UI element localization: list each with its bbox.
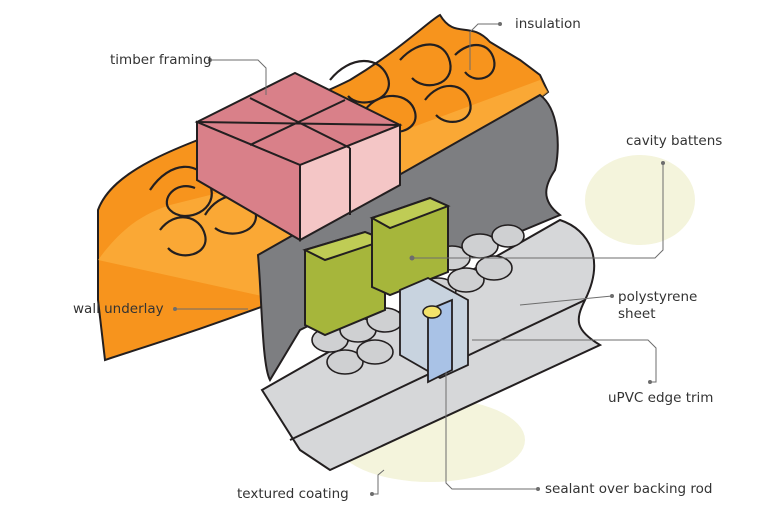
upvc-edge-trim [399,276,469,384]
polystyrene-beads [311,224,525,375]
sealant-bead [422,305,442,319]
cavity-battens [302,196,451,337]
label-sealant-over-backing-rod: sealant over backing rod [545,481,713,497]
leader-lines [173,22,665,496]
timber-framing [194,71,403,242]
label-upvc-edge-trim: uPVC edge trim [608,390,714,406]
label-polystyrene-sheet: polystyrene sheet [618,289,697,323]
label-polystyrene-line2: sheet [618,305,656,322]
label-cavity-battens: cavity battens [626,133,723,149]
label-polystyrene-line1: polystyrene [618,289,698,305]
label-timber-framing: timber framing [110,52,212,68]
batten-glow [585,155,695,245]
label-wall-underlay: wall underlay [73,301,164,317]
label-insulation: insulation [515,16,581,32]
label-textured-coating: textured coating [237,486,349,502]
